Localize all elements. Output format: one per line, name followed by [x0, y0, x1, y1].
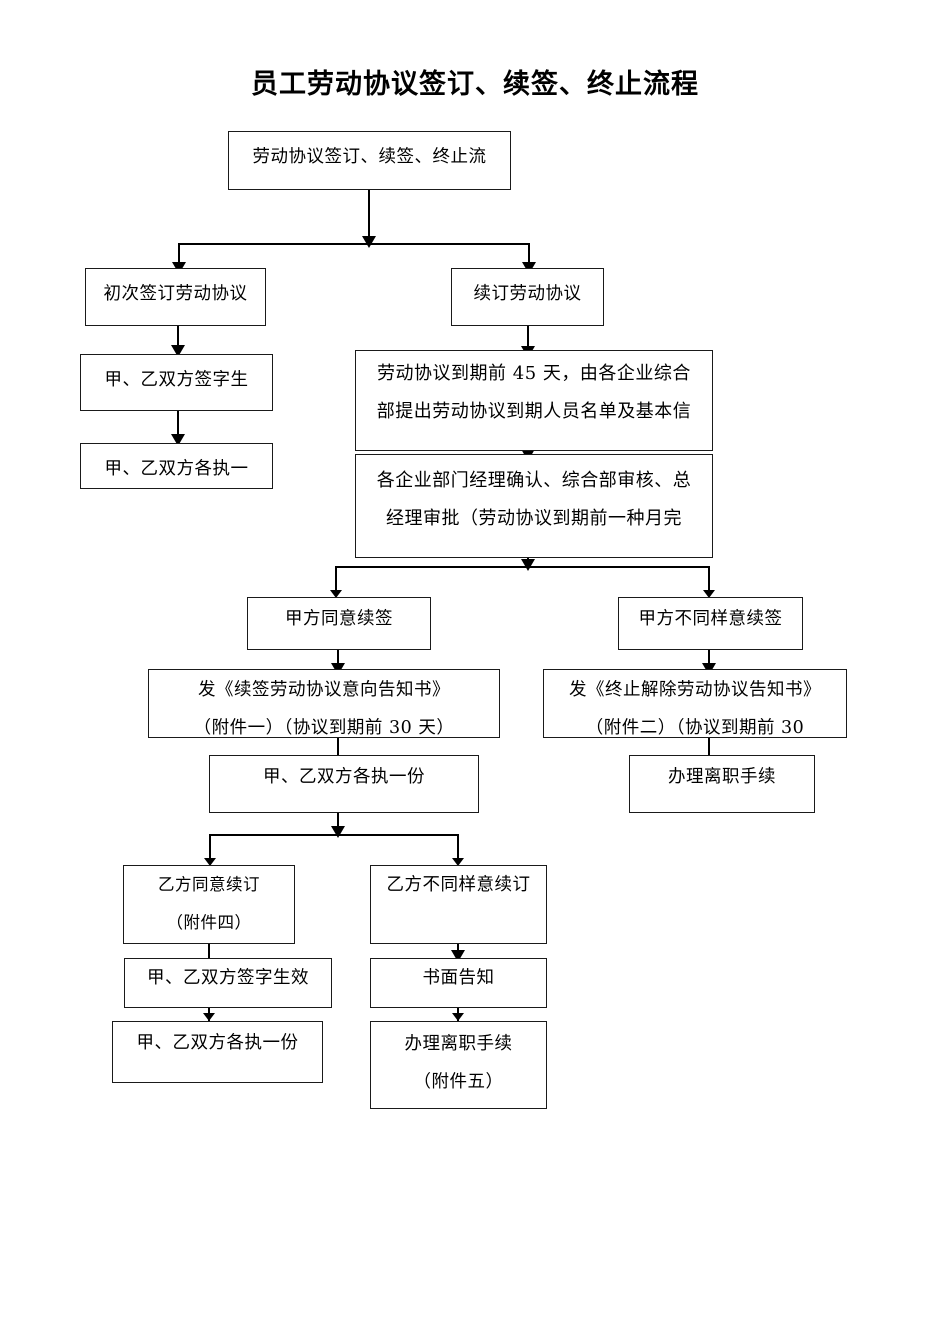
- node-notice-45-line-1: 劳动协议到期前 45 天，由各企业综合: [377, 363, 691, 384]
- node-first-sign: 初次签订劳动协议: [85, 268, 266, 326]
- node-exit-formalities-bottom-line-2: （附件五）: [413, 1072, 504, 1092]
- node-exit-formalities-right: 办理离职手续: [629, 755, 815, 813]
- connector-split-1-right: [528, 243, 530, 269]
- node-approval: 各企业部门经理确认、综合部审核、总 经理审批（劳动协议到期前一种月完: [355, 454, 713, 558]
- node-terminate-notice: 发《终止解除劳动协议告知书》 （附件二）（协议到期前 30: [543, 669, 847, 738]
- connector-split-1-bar: [178, 243, 529, 245]
- node-renew-notice-line-1: 发《续签劳动协议意向告知书》: [198, 680, 450, 700]
- node-both-hold-copy: 甲、乙双方各执一份: [209, 755, 479, 813]
- node-terminate-notice-line-1: 发《终止解除劳动协议告知书》: [569, 680, 821, 700]
- node-first-sign-signature-line-1: 甲、乙双方签字生: [104, 370, 249, 390]
- connector-renew-down: [527, 300, 529, 355]
- node-renew-notice-line-2: （附件一）（协议到期前 30 天）: [193, 718, 455, 738]
- node-exit-formalities-bottom-line-1: 办理离职手续: [404, 1034, 513, 1054]
- arrow-written-notice-down: [452, 1013, 464, 1021]
- arrow-split-3-right: [452, 858, 464, 866]
- node-exit-formalities-right-line-1: 办理离职手续: [668, 767, 776, 787]
- node-start: 劳动协议签订、续签、终止流: [228, 131, 511, 190]
- connector-terminate-notice-down: [708, 730, 710, 756]
- node-start-line-1: 劳动协议签订、续签、终止流: [252, 147, 487, 167]
- node-party-b-agree-line-2: （附件四）: [166, 913, 252, 932]
- connector-split-3-right: [457, 834, 459, 864]
- node-both-hold-copy-line-1: 甲、乙双方各执一份: [263, 767, 425, 787]
- node-sign-effective: 甲、乙双方签字生效: [124, 958, 332, 1008]
- connector-signature-down: [177, 390, 179, 443]
- node-first-sign-copies-line-1: 甲、乙双方各执一: [104, 459, 249, 479]
- arrow-approval-down: [521, 559, 535, 571]
- arrow-sign-effective-down: [203, 1013, 215, 1021]
- connector-split-2-right: [708, 566, 710, 596]
- node-exit-formalities-bottom: 办理离职手续 （附件五）: [370, 1021, 547, 1109]
- arrow-split-3-left: [204, 858, 216, 866]
- node-party-b-disagree-line-1: 乙方不同样意续订: [386, 875, 531, 895]
- node-terminate-notice-line-2: （附件二）（协议到期前 30: [585, 718, 805, 738]
- node-renew-notice: 发《续签劳动协议意向告知书》 （附件一）（协议到期前 30 天）: [148, 669, 500, 738]
- node-approval-line-2: 经理审批（劳动协议到期前一种月完: [386, 508, 682, 529]
- node-party-a-agree: 甲方同意续签: [247, 597, 431, 650]
- arrow-both-hold-down: [331, 826, 345, 838]
- node-both-hold-copy-final: 甲、乙双方各执一份: [112, 1021, 323, 1083]
- connector-split-2-left: [335, 566, 337, 596]
- arrow-start-down: [362, 236, 376, 248]
- connector-party-b-agree-down: [208, 940, 210, 960]
- node-party-b-disagree: 乙方不同样意续订: [370, 865, 547, 944]
- connector-start-down: [368, 190, 370, 244]
- node-party-b-agree: 乙方同意续订 （附件四）: [123, 865, 295, 944]
- connector-first-sign-down: [177, 300, 179, 354]
- node-approval-line-1: 各企业部门经理确认、综合部审核、总: [376, 470, 692, 491]
- node-party-b-agree-line-1: 乙方同意续订: [158, 875, 260, 894]
- connector-split-1-left: [178, 243, 180, 269]
- node-sign-effective-line-1: 甲、乙双方签字生效: [147, 968, 309, 988]
- node-party-a-disagree-line-1: 甲方不同样意续签: [638, 609, 783, 629]
- connector-sign-effective-down: [208, 1000, 210, 1022]
- node-written-notice: 书面告知: [370, 958, 547, 1008]
- connector-renew-notice-down: [337, 730, 339, 756]
- node-notice-45-line-2: 部提出劳动协议到期人员名单及基本信: [376, 401, 692, 422]
- node-first-sign-copies: 甲、乙双方各执一: [80, 443, 273, 489]
- arrow-split-2-right: [703, 590, 715, 598]
- node-notice-45: 劳动协议到期前 45 天，由各企业综合 部提出劳动协议到期人员名单及基本信: [355, 350, 713, 451]
- node-both-hold-copy-final-line-1: 甲、乙双方各执一份: [136, 1033, 299, 1053]
- node-renew-line-1: 续订劳动协议: [473, 284, 582, 304]
- node-written-notice-line-1: 书面告知: [422, 968, 495, 988]
- connector-split-3-left: [209, 834, 211, 864]
- connector-written-notice-down: [457, 1000, 459, 1022]
- page-title: 员工劳动协议签订、续签、终止流程: [251, 69, 699, 100]
- node-party-a-agree-line-1: 甲方同意续签: [285, 609, 393, 629]
- node-renew: 续订劳动协议: [451, 268, 604, 326]
- arrow-split-2-left: [330, 590, 342, 598]
- node-first-sign-signature: 甲、乙双方签字生: [80, 354, 273, 411]
- node-party-a-disagree: 甲方不同样意续签: [618, 597, 803, 650]
- node-first-sign-line-1: 初次签订劳动协议: [103, 284, 248, 304]
